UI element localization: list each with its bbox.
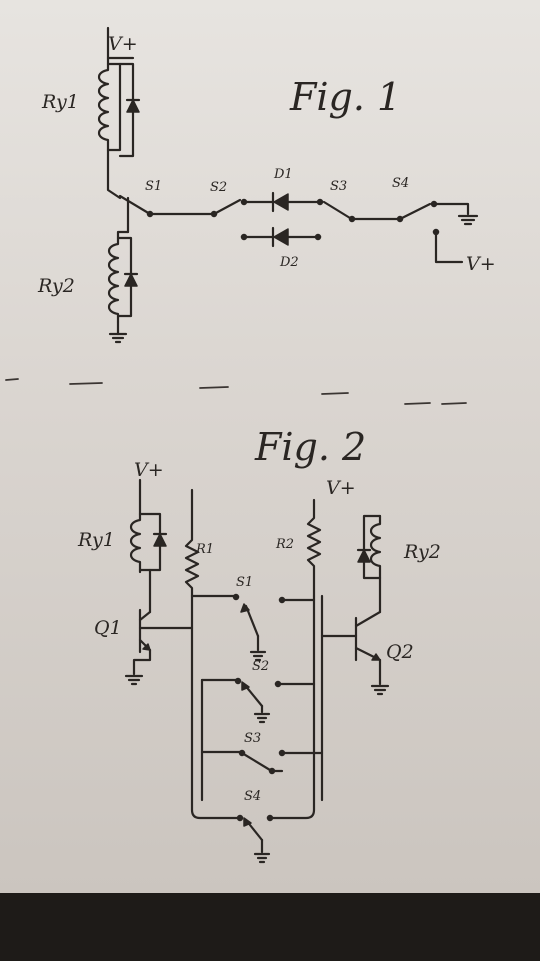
fig2-relay-right-coil — [356, 514, 382, 580]
fig1-switch-2-label: S2 — [210, 180, 227, 195]
fig2-resistor-left-icon — [184, 488, 200, 598]
figure-1: Fig. 1 V+ Ry1 S1 Ry2 — [37, 26, 496, 344]
fig1-title: Fig. 1 — [289, 75, 401, 119]
fig2-relay-left-diode-icon — [153, 533, 167, 547]
fig2-right-bus — [268, 594, 316, 820]
fig1-switch-1-label: S1 — [145, 179, 162, 194]
fig1-relay-top-diode-icon — [126, 99, 140, 113]
fig1-switch-4-label: S4 — [392, 176, 409, 191]
fig2-supply-left-label: V+ — [134, 459, 164, 481]
fig2-switch-3 — [200, 749, 324, 775]
fig1-relay-bottom-coil — [107, 230, 139, 324]
fig2-ground-q2-icon — [370, 658, 390, 696]
fig2-switch-3-label: S3 — [244, 731, 261, 746]
fig2-switch-1-label: S1 — [236, 575, 253, 590]
fig2-ground-q1-icon — [124, 648, 152, 686]
fig1-switch-3-icon — [322, 200, 352, 220]
fig2-transistor-right-label: Q2 — [386, 641, 414, 663]
fig1-diode-bottom — [240, 226, 322, 248]
fig2-relay-right-label: Ry2 — [403, 541, 441, 563]
fig1-diode-top-label: D1 — [273, 167, 293, 182]
fig1-diode-bottom-label: D2 — [279, 255, 299, 270]
fig1-relay-top-label: Ry1 — [41, 91, 79, 113]
section-divider — [5, 378, 467, 405]
fig2-switch-1 — [190, 593, 316, 662]
fig2-switch-4-label: S4 — [244, 789, 261, 804]
fig2-switch-2 — [200, 677, 316, 724]
fig2-left-bus — [190, 594, 242, 820]
fig1-supply-top-label: V+ — [108, 33, 138, 55]
figure-2: Fig. 2 V+ Ry1 Q1 R1 — [77, 425, 441, 864]
dark-bottom-edge — [0, 893, 540, 961]
fig2-supply-right-label: V+ — [326, 477, 356, 499]
fig2-title: Fig. 2 — [254, 425, 366, 469]
fig1-supply-right-label: V+ — [466, 253, 496, 275]
fig2-relay-right-diode-icon — [357, 549, 371, 563]
fig2-resistor-left-label: R1 — [195, 542, 214, 557]
fig1-switch-2-icon — [212, 198, 242, 216]
fig1-switch-4-icon — [398, 202, 432, 221]
fig2-relay-left-label: Ry1 — [77, 529, 115, 551]
fig2-switch-3-icon — [240, 751, 272, 772]
paper — [0, 0, 540, 893]
fig2-resistor-right-icon — [306, 498, 322, 598]
fig2-transistor-right-icon — [320, 610, 382, 662]
fig2-switch-4 — [236, 814, 274, 864]
fig2-transistor-left-label: Q1 — [94, 617, 122, 639]
fig2-switch-2-label: S2 — [252, 659, 269, 674]
fig1-ground-left-icon — [108, 320, 128, 344]
fig1-ground-right-icon — [432, 202, 479, 226]
fig1-relay-top-coil — [97, 56, 141, 158]
fig1-switch-1-icon — [118, 194, 152, 216]
fig1-switch-3-label: S3 — [330, 179, 347, 194]
fig2-resistor-right-label: R2 — [275, 537, 294, 552]
fig1-relay-bottom-label: Ry2 — [37, 275, 75, 297]
fig2-transistor-left-icon — [138, 608, 194, 654]
fig1-relay-bottom-diode-icon — [124, 273, 138, 287]
